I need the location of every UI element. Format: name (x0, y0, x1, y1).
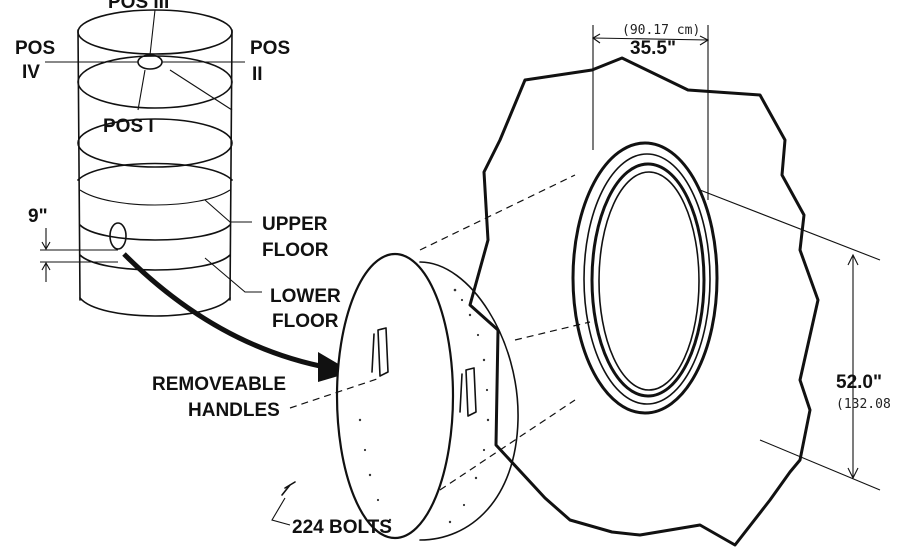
lower-floor-label-2: FLOOR (272, 311, 339, 332)
bolts-label: 224 BOLTS (292, 517, 392, 538)
pos-ii-label-1: POS (250, 38, 290, 59)
hatch-cover (335, 252, 519, 541)
width-inch-label: 35.5" (630, 38, 676, 59)
upper-floor-label-1: UPPER (262, 214, 328, 235)
pos-i-hatch (137, 54, 163, 70)
lower-floor-label-1: LOWER (270, 286, 341, 307)
workshop-cylinder (40, 9, 262, 317)
handles-label: HANDLES (188, 400, 280, 421)
pos-i-label: POS I (103, 116, 154, 137)
bolt-icon (281, 481, 296, 496)
removeable-label: REMOVEABLE (152, 374, 286, 395)
pos-iii-label: POS III (108, 0, 169, 13)
width-cm-label: (90.17 cm) (622, 23, 700, 38)
pos-iv-label-2: IV (22, 62, 40, 83)
nine-inch-label: 9" (28, 206, 48, 227)
upper-floor-label-2: FLOOR (262, 240, 329, 261)
pos-iv-label-1: POS (15, 38, 55, 59)
height-cm-label: (132.08 (836, 397, 891, 412)
wall-panel (468, 56, 820, 547)
dimension-lines (591, 25, 881, 491)
pos-ii-label-2: II (252, 64, 263, 85)
height-inch-label: 52.0" (836, 372, 882, 393)
